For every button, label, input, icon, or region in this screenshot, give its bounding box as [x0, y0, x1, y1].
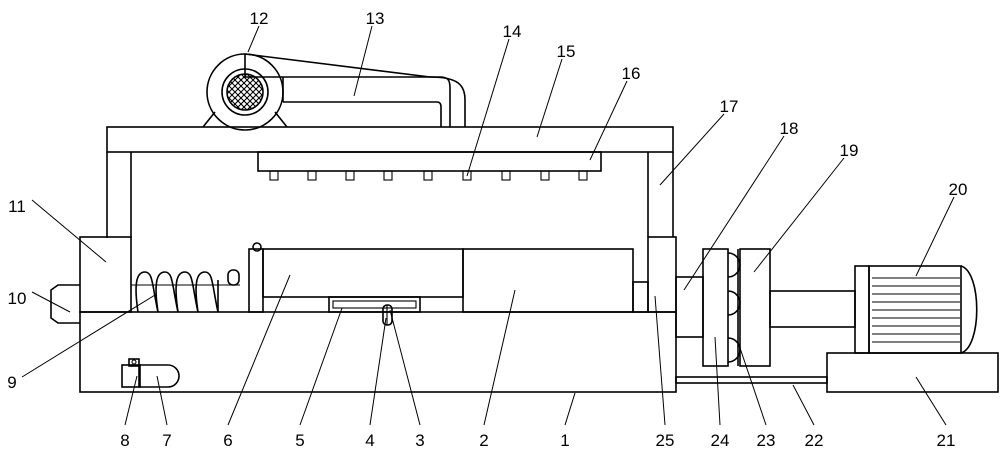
inner-chamber	[462, 248, 649, 313]
part-label-7: 7	[162, 431, 171, 450]
part-label-2: 2	[479, 431, 488, 450]
part-label-6: 6	[223, 431, 232, 450]
leader-line-24	[714, 336, 721, 426]
leader-line-7	[156, 375, 168, 426]
leader-line-6	[227, 274, 291, 426]
leader-line-23	[737, 341, 767, 426]
leader-line-8	[124, 375, 138, 426]
part-label-25: 25	[656, 431, 675, 450]
leader-line-10	[31, 291, 71, 313]
air-duct	[244, 53, 466, 127]
leader-line-12	[247, 25, 260, 53]
spray-manifold	[257, 151, 602, 181]
nozzle	[345, 170, 355, 181]
leader-line-3	[389, 309, 421, 426]
part-label-22: 22	[805, 431, 824, 450]
base-body	[79, 311, 677, 393]
leader-line-19	[753, 157, 845, 273]
part-label-1: 1	[560, 431, 569, 450]
part-label-9: 9	[7, 373, 16, 392]
valve	[121, 358, 180, 388]
leader-line-25	[654, 295, 666, 426]
leader-line-22	[792, 384, 815, 426]
part-label-13: 13	[366, 9, 385, 28]
nozzle	[269, 170, 279, 181]
fan	[202, 53, 288, 131]
leader-line-17	[659, 113, 725, 186]
spray-nozzles	[269, 170, 588, 181]
part-label-20: 20	[949, 180, 968, 199]
part-label-3: 3	[415, 431, 424, 450]
motor-base	[826, 352, 999, 393]
part-label-21: 21	[937, 431, 956, 450]
nozzle	[383, 170, 393, 181]
right-upright	[647, 236, 677, 313]
fan-grille	[227, 74, 263, 110]
leader-line-16	[589, 80, 628, 161]
part-label-23: 23	[757, 431, 776, 450]
leader-line-4	[369, 317, 387, 426]
leader-line-9	[21, 294, 156, 378]
part-label-15: 15	[557, 42, 576, 61]
leader-line-2	[483, 289, 516, 426]
leader-lines	[21, 25, 955, 426]
push-plate	[248, 242, 464, 313]
part-label-5: 5	[295, 431, 304, 450]
leader-line-11	[31, 199, 107, 263]
part-label-24: 24	[711, 431, 730, 450]
pin	[382, 304, 393, 326]
leader-line-1	[564, 392, 576, 426]
outlet-pipe	[50, 284, 80, 324]
coupling-disc	[702, 248, 729, 367]
part-label-16: 16	[622, 64, 641, 83]
part-label-8: 8	[120, 431, 129, 450]
drive-shaft	[675, 276, 704, 338]
left-box	[79, 236, 132, 313]
leader-line-18	[683, 135, 785, 291]
frame	[106, 126, 674, 238]
nozzle	[462, 170, 472, 181]
leader-line-13	[353, 25, 373, 97]
part-label-14: 14	[503, 22, 522, 41]
part-label-10: 10	[8, 289, 27, 308]
part-label-11: 11	[8, 197, 26, 216]
part-label-18: 18	[780, 119, 799, 138]
part-label-12: 12	[250, 9, 269, 28]
nozzle	[540, 170, 550, 181]
nozzle	[307, 170, 317, 181]
leader-line-21	[915, 376, 947, 426]
sliding-groove	[328, 296, 421, 313]
leader-line-20	[915, 196, 955, 277]
nozzle	[423, 170, 433, 181]
nozzle	[578, 170, 588, 181]
leader-line-14	[466, 38, 510, 177]
motor-shaft	[769, 290, 856, 328]
driven-disc	[739, 248, 771, 367]
part-label-4: 4	[365, 431, 374, 450]
leader-line-15	[536, 58, 563, 138]
motor-fins	[872, 277, 960, 343]
nozzle	[501, 170, 511, 181]
spring	[130, 269, 240, 313]
leader-line-5	[299, 307, 343, 426]
motor	[854, 265, 978, 354]
part-label-17: 17	[720, 97, 739, 116]
part-label-19: 19	[840, 141, 859, 160]
balls	[727, 249, 741, 366]
